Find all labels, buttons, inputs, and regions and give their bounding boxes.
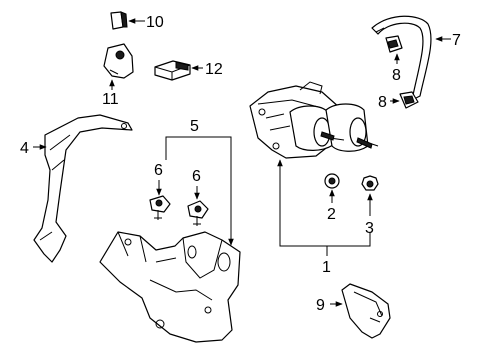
part-6-grommet-a — [149, 195, 171, 220]
callout-9: 9 — [316, 297, 325, 314]
part-4-bracket — [33, 114, 133, 263]
callout-8b: 8 — [378, 94, 387, 111]
part-7-hose — [371, 15, 432, 101]
callout-3: 3 — [365, 220, 374, 237]
part-10-cap — [110, 11, 128, 30]
callout-8a: 8 — [392, 67, 401, 84]
callout-7: 7 — [452, 32, 461, 49]
part-6-grommet-b — [187, 200, 209, 226]
part-1-modulator-pump — [249, 81, 379, 159]
callout-4: 4 — [20, 140, 29, 157]
part-8-clip-a — [385, 35, 403, 53]
part-12-connector — [154, 60, 191, 81]
part-11-sensor — [103, 43, 134, 79]
callout-1: 1 — [322, 259, 331, 276]
part-2-nut — [324, 173, 340, 189]
part-9-module-bracket — [341, 283, 391, 339]
leader-1 — [279, 160, 371, 247]
callout-5: 5 — [190, 118, 199, 135]
callout-12: 12 — [205, 61, 223, 78]
part-5-bracket-assembly — [99, 231, 241, 343]
callout-10: 10 — [146, 14, 164, 31]
part-3-gear-nut — [361, 175, 379, 191]
part-8-clip-b — [399, 91, 419, 109]
callout-11: 11 — [102, 91, 119, 108]
leader-5 — [165, 136, 234, 246]
callout-6a: 6 — [154, 162, 163, 179]
callout-2: 2 — [327, 206, 336, 223]
callout-6b: 6 — [192, 168, 201, 185]
